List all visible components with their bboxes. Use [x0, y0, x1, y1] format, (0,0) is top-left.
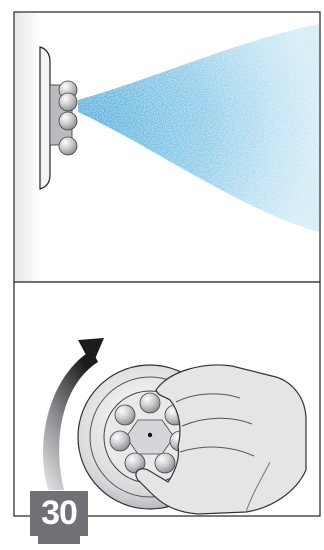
- step-badge-notch: [38, 536, 80, 544]
- mount-plate: [40, 47, 50, 189]
- bottom-panel: [14, 282, 320, 516]
- step-number-badge: 30: [30, 491, 88, 536]
- wall: [15, 13, 41, 281]
- nozzle-balls: [59, 81, 77, 155]
- nozzle-center: [148, 433, 152, 437]
- top-panel: [14, 12, 320, 282]
